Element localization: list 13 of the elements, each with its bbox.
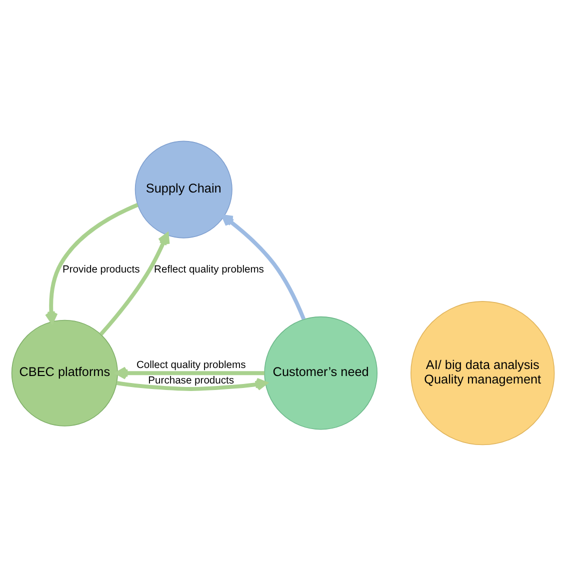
arrow	[99, 232, 170, 336]
node-circle: Customer’s need	[264, 316, 378, 430]
edge-label: Provide products	[62, 264, 140, 276]
node-circle: CBEC platforms	[11, 320, 118, 426]
edge-label: Purchase products	[148, 376, 234, 387]
node-circle: Supply Chain	[134, 140, 232, 238]
arrow	[116, 378, 268, 391]
edge-label: Reflect quality problems	[154, 264, 264, 276]
arrow	[116, 366, 264, 380]
edge-label: Collect quality problems	[136, 360, 246, 371]
node-circle: AI/ big data analysis Quality management	[410, 301, 555, 446]
arrow	[222, 214, 306, 320]
arrow	[44, 203, 138, 324]
